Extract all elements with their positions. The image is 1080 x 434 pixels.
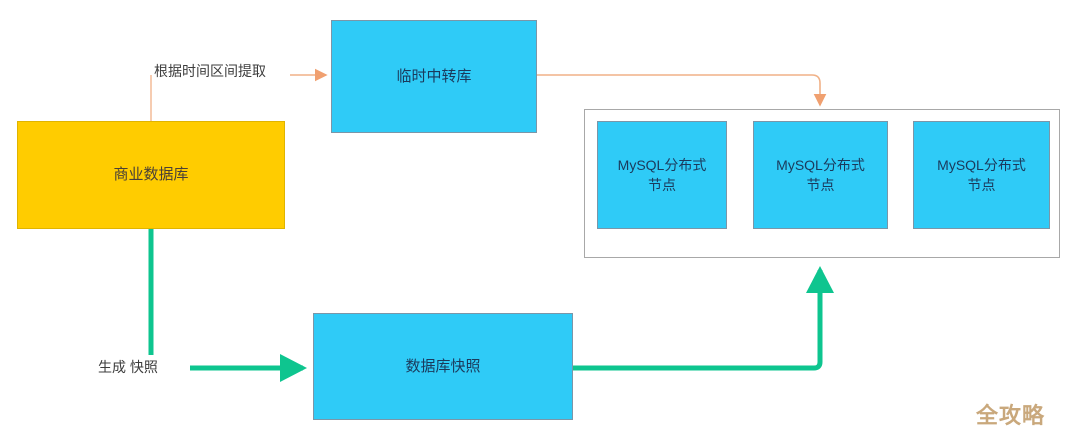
node-mysql-distributed-2[interactable]: MySQL分布式 节点 bbox=[753, 121, 888, 229]
mysql-cluster-group bbox=[584, 109, 1060, 258]
edge-snapshot bbox=[148, 228, 308, 382]
edge-snapshot-to-cluster bbox=[573, 265, 834, 371]
edge-staging-to-cluster bbox=[537, 74, 827, 107]
edge-extract bbox=[150, 68, 328, 121]
node-mysql-distributed-2-label: MySQL分布式 节点 bbox=[776, 156, 865, 193]
watermark-text: 全攻略 bbox=[976, 403, 1046, 428]
node-database-snapshot-label: 数据库快照 bbox=[405, 357, 481, 375]
node-database-snapshot[interactable]: 数据库快照 bbox=[313, 313, 573, 420]
node-staging-database-label: 临时中转库 bbox=[396, 67, 472, 85]
node-source-database-label: 商业数据库 bbox=[113, 166, 189, 184]
node-staging-database[interactable]: 临时中转库 bbox=[331, 20, 537, 133]
node-mysql-distributed-1-label: MySQL分布式 节点 bbox=[617, 156, 707, 193]
node-mysql-distributed-3[interactable]: MySQL分布式 节点 bbox=[913, 121, 1050, 229]
edge-label-extract: 根据时间区间提取 bbox=[152, 63, 268, 79]
node-source-database[interactable]: 商业数据库 bbox=[17, 121, 285, 229]
node-mysql-distributed-3-label: MySQL分布式 节点 bbox=[937, 156, 1026, 193]
edge-label-snapshot: 生成 快照 bbox=[96, 359, 160, 375]
node-mysql-distributed-1[interactable]: MySQL分布式 节点 bbox=[597, 121, 727, 229]
